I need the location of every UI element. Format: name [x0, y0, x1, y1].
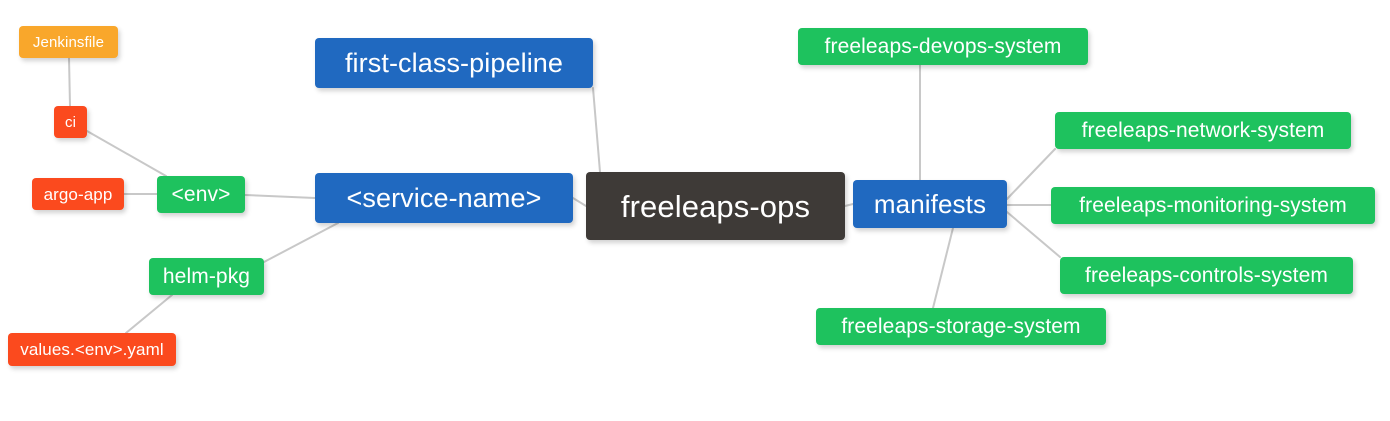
mindmap-node-devops-system[interactable]: freeleaps-devops-system: [798, 28, 1088, 65]
mindmap-node-env[interactable]: <env>: [157, 176, 245, 213]
mindmap-node-monitoring-system[interactable]: freeleaps-monitoring-system: [1051, 187, 1375, 224]
edge-service-name-to-helm-pkg: [263, 222, 339, 263]
mindmap-node-root[interactable]: freeleaps-ops: [586, 172, 845, 240]
edge-manifests-to-storage-system: [932, 227, 954, 309]
edge-service-name-to-env: [244, 194, 316, 199]
edge-helm-pkg-to-values-yaml: [125, 294, 173, 334]
mindmap-node-helm-pkg[interactable]: helm-pkg: [149, 258, 264, 295]
mindmap-node-jenkinsfile[interactable]: Jenkinsfile: [19, 26, 118, 58]
mindmap-node-ci[interactable]: ci: [54, 106, 87, 138]
edge-root-to-first-class-pipeline: [592, 87, 601, 173]
mindmap-node-manifests[interactable]: manifests: [853, 180, 1007, 228]
mindmap-node-argo-app[interactable]: argo-app: [32, 178, 124, 210]
mindmap-node-service-name[interactable]: <service-name>: [315, 173, 573, 223]
edge-env-to-ci: [86, 130, 167, 177]
mindmap-node-network-system[interactable]: freeleaps-network-system: [1055, 112, 1351, 149]
edge-manifests-to-network-system: [1006, 148, 1056, 200]
edge-root-to-service-name: [572, 197, 587, 207]
mindmap-node-controls-system[interactable]: freeleaps-controls-system: [1060, 257, 1353, 294]
mindmap-node-first-class-pipeline[interactable]: first-class-pipeline: [315, 38, 593, 88]
mindmap-node-storage-system[interactable]: freeleaps-storage-system: [816, 308, 1106, 345]
mindmap-node-values-yaml[interactable]: values.<env>.yaml: [8, 333, 176, 366]
edge-root-to-manifests: [844, 203, 854, 207]
edge-ci-to-jenkinsfile: [68, 57, 71, 107]
